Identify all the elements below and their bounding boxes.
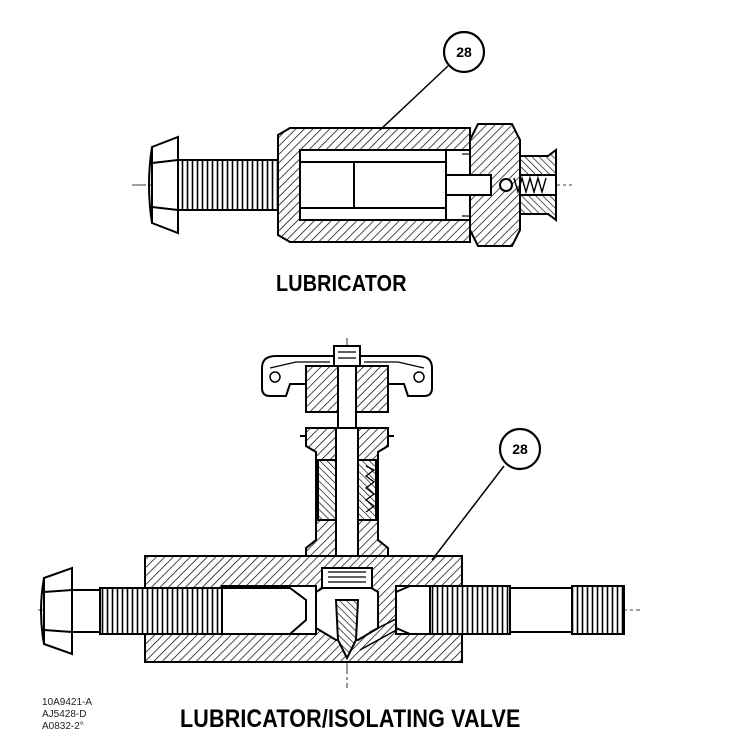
lubricator-leader-line bbox=[379, 65, 449, 131]
lubricator-balloon: 28 bbox=[442, 30, 486, 74]
drawing-reference-numbers: 10A9421-A AJ5428-D A0832-2° bbox=[42, 697, 92, 733]
isolating-valve-assembly bbox=[38, 338, 640, 688]
valve-right-nipple bbox=[395, 585, 625, 635]
lubricator-hex-head bbox=[148, 135, 179, 235]
drawing-ref: A0832-2° bbox=[42, 721, 84, 732]
isolating-valve-caption: LUBRICATOR/ISOLATING VALVE bbox=[180, 705, 521, 733]
drawing-ref: 10A9421-A bbox=[42, 697, 93, 708]
lubricator-balloon-label: 28 bbox=[456, 44, 472, 60]
valve-leader-line bbox=[431, 465, 505, 561]
valve-bonnet bbox=[300, 427, 394, 557]
valve-balloon: 28 bbox=[498, 427, 542, 471]
lubricator-fitting bbox=[445, 123, 557, 247]
valve-balloon-label: 28 bbox=[512, 441, 528, 457]
lubricator-body bbox=[277, 127, 471, 243]
drawing-ref: AJ5428-D bbox=[42, 709, 87, 720]
valve-left-threaded-screw bbox=[99, 587, 223, 635]
valve-left-hex-head bbox=[40, 566, 101, 656]
lubricator-caption: LUBRICATOR bbox=[276, 270, 407, 296]
lubricator-assembly bbox=[132, 65, 572, 247]
